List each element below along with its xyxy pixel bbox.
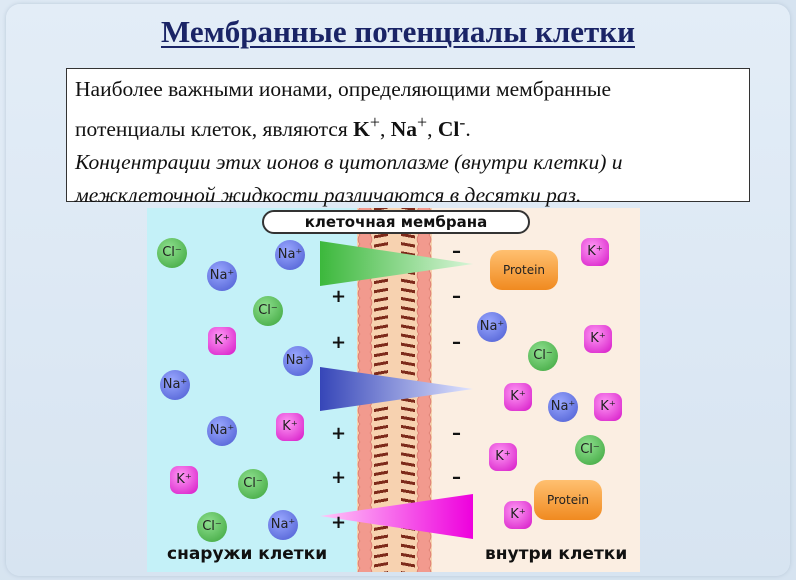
chloride-ion: Cl⁻ bbox=[575, 435, 605, 465]
chloride-ion: Cl⁻ bbox=[197, 512, 227, 542]
sodium-ion: Na⁺ bbox=[283, 346, 313, 376]
potassium-ion: K⁺ bbox=[504, 501, 532, 529]
sodium-ion: Na⁺ bbox=[207, 416, 237, 446]
potassium-ion: K⁺ bbox=[489, 443, 517, 471]
sodium-ion: Na⁺ bbox=[160, 370, 190, 400]
potassium-ion: K⁺ bbox=[276, 413, 304, 441]
potassium-ion: K⁺ bbox=[581, 238, 609, 266]
minus-charge: – bbox=[452, 241, 461, 262]
concentration-gradients bbox=[320, 241, 473, 539]
sodium-ion: Na⁺ bbox=[275, 240, 305, 270]
chloride-gradient-triangle bbox=[320, 241, 473, 286]
chloride-ion: Cl⁻ bbox=[157, 238, 187, 268]
protein-anion: Protein bbox=[490, 250, 558, 290]
text-line-2: потенциалы клеток, являются K+, Na+, Cl-… bbox=[75, 112, 471, 142]
membrane-diagram: клеточная мембрана снаружи клетки внутри… bbox=[147, 208, 640, 572]
inside-label: внутри клетки bbox=[485, 544, 628, 564]
sodium-ion: Na⁺ bbox=[268, 510, 298, 540]
chloride-ion: Cl⁻ bbox=[253, 296, 283, 326]
potassium-gradient-triangle bbox=[320, 494, 473, 539]
chloride-ion: Cl⁻ bbox=[528, 341, 558, 371]
text-box: Наиболее важными ионами, определяющими м… bbox=[66, 68, 750, 207]
minus-charge: – bbox=[452, 423, 461, 444]
text-italic: Концентрации этих ионов в цитоплазме (вн… bbox=[75, 150, 623, 208]
protein-anion: Protein bbox=[534, 480, 602, 520]
minus-charge: – bbox=[452, 467, 461, 488]
chloride-ion: Cl⁻ bbox=[238, 469, 268, 499]
plus-charge: + bbox=[331, 286, 347, 307]
plus-charge: + bbox=[331, 423, 347, 444]
plus-charge: + bbox=[331, 512, 347, 533]
potassium-ion: K⁺ bbox=[504, 383, 532, 411]
sodium-ion: Na⁺ bbox=[207, 261, 237, 291]
sodium-ion: Na⁺ bbox=[548, 392, 578, 422]
slide-title: Мембранные потенциалы клетки bbox=[160, 14, 635, 49]
potassium-ion: K⁺ bbox=[208, 327, 236, 355]
plus-charge: + bbox=[331, 467, 347, 488]
minus-charge: – bbox=[452, 332, 461, 353]
sodium-ion: Na⁺ bbox=[477, 312, 507, 342]
membrane-label: клеточная мембрана bbox=[262, 210, 530, 234]
text-line-1: Наиболее важными ионами, определяющими м… bbox=[75, 77, 611, 101]
potassium-ion: K⁺ bbox=[170, 466, 198, 494]
potassium-ion: K⁺ bbox=[594, 393, 622, 421]
outside-label: снаружи клетки bbox=[167, 544, 328, 564]
sodium-gradient-triangle bbox=[320, 367, 473, 411]
minus-charge: – bbox=[452, 286, 461, 307]
potassium-ion: K⁺ bbox=[584, 325, 612, 353]
plus-charge: + bbox=[331, 332, 347, 353]
